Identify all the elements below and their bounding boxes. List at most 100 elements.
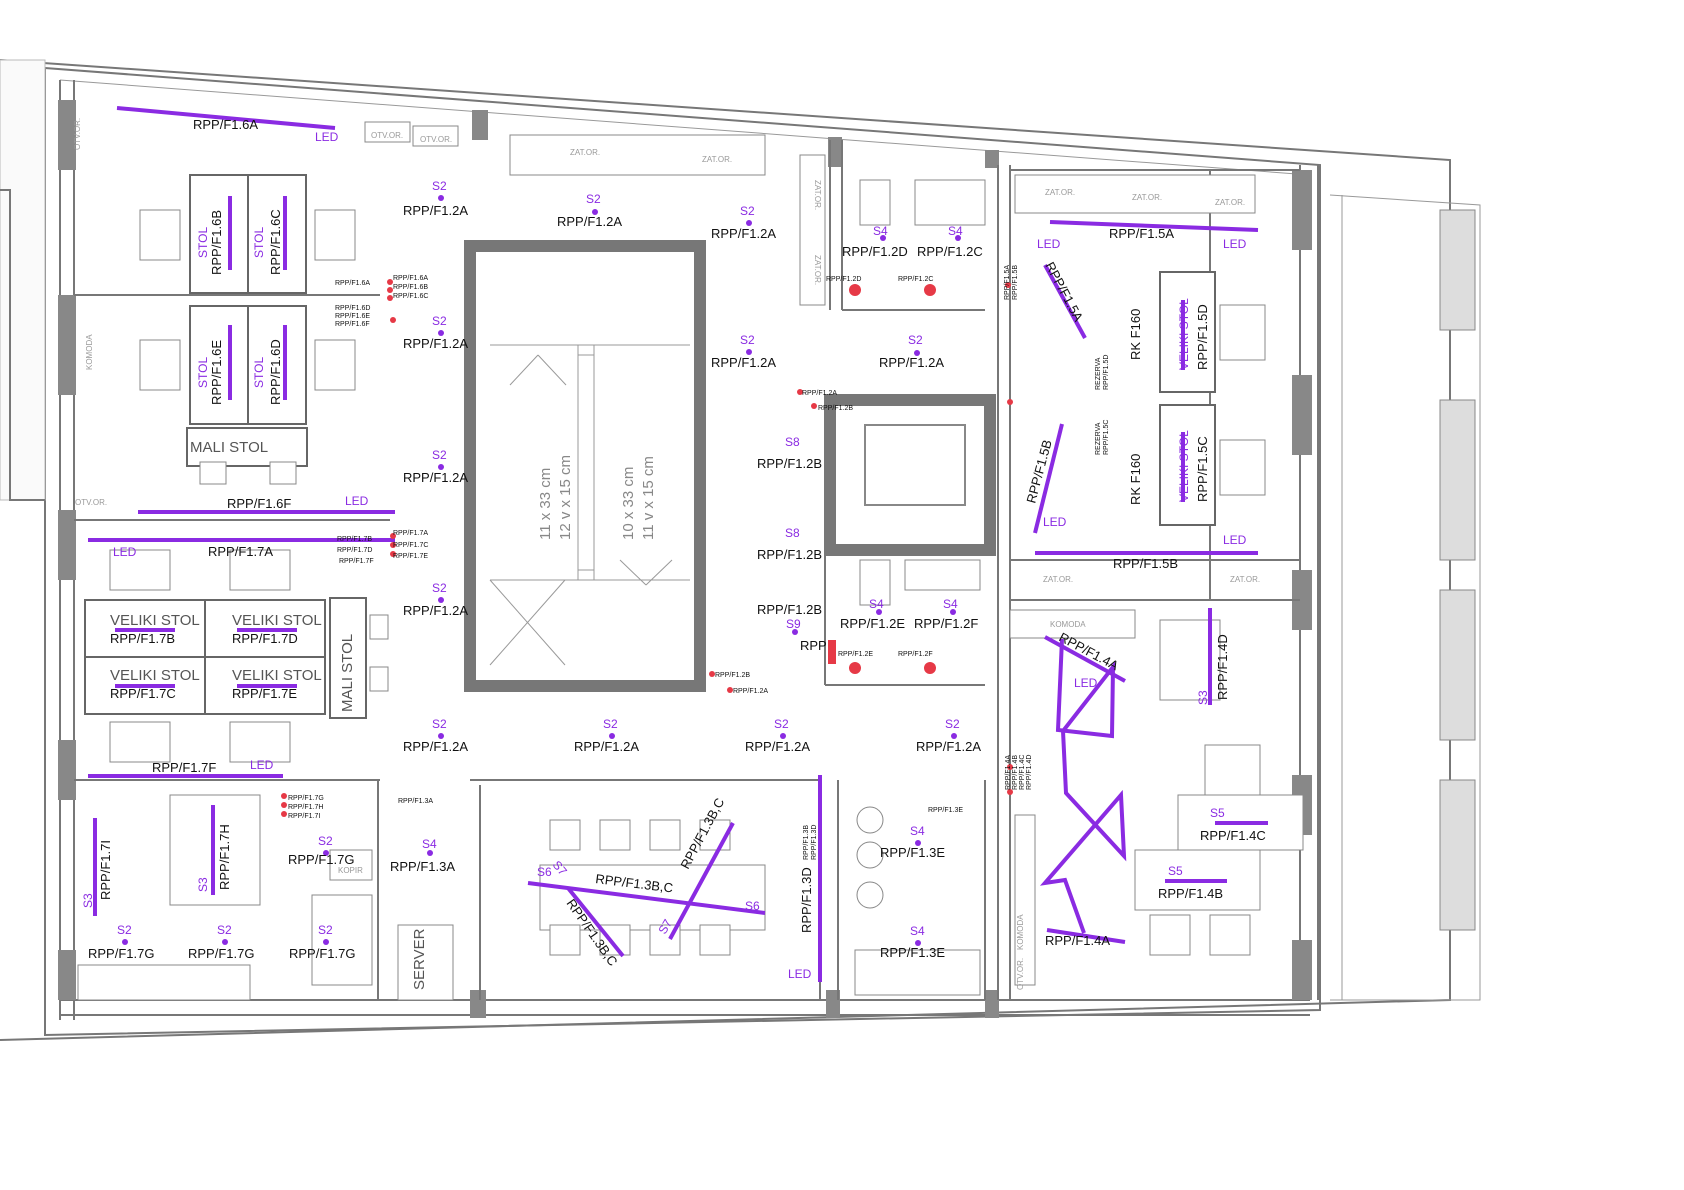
desk-label: STOL (196, 227, 210, 258)
rack-label: RK F160 (1128, 454, 1143, 505)
fixture-type-label: S2 (740, 333, 755, 347)
socket-label: RPP/F1.5C (1103, 420, 1110, 455)
circuit-label: RPP/F1.2A (403, 603, 468, 618)
socket-label: RPP/F1.2C (898, 276, 933, 283)
led-line (566, 886, 625, 958)
led-label: LED (1223, 533, 1247, 547)
socket-label: RPP/F1.7G (288, 795, 324, 802)
circuit-label: RPP/F1.2A (403, 739, 468, 754)
circuit-label: RPP/F1.2A (711, 355, 776, 370)
socket-label: RPP/F1.3D (811, 825, 818, 860)
socket-label: RPP/F1.2F (898, 651, 933, 658)
socket-label: RPP/F1.7F (339, 558, 374, 565)
kopir-label: KOPIR (338, 866, 363, 875)
stair-label: 11 x 33 cm (537, 468, 554, 540)
desk-circuit-label: RPP/F1.5D (1195, 304, 1210, 370)
circuit-label: RPP/F1.2A (745, 739, 810, 754)
desk-label: MALI STOL (190, 439, 268, 456)
socket-label: RPP/F1.5A (1004, 265, 1011, 300)
circuit-label: RPP/F1.2F (914, 616, 978, 631)
server-label: SERVER (411, 928, 428, 990)
socket-label: RPP/F1.4C (1019, 755, 1026, 790)
circuit-label: RPP/F1.3E (880, 845, 945, 860)
led-label: LED (345, 494, 369, 508)
socket-label: REZERVA (1095, 422, 1102, 455)
circuit-label: RPP/F1.4A (1045, 933, 1110, 948)
window-label: ZAT.OR. (702, 155, 732, 164)
window-label: ZAT.OR. (1215, 198, 1245, 207)
led-label: LED (250, 758, 274, 772)
socket-label: RPP/F1.6B (393, 284, 428, 291)
fixture-type-label: S5 (1210, 806, 1225, 820)
socket-label: RPP/F1.7H (288, 804, 323, 811)
socket-label: RPP/F1.4A (1005, 755, 1012, 790)
socket-label: RPP/F1.6F (335, 321, 370, 328)
circuit-label: RPP/F1.2A (574, 739, 639, 754)
fixture-type-label: S2 (117, 923, 132, 937)
desk-circuit-label: RPP/F1.6B (209, 210, 224, 275)
circuit-label: RPP/F1.2A (403, 470, 468, 485)
circuit-label: RPP/F1.2A (403, 203, 468, 218)
fixture-type-label: S2 (740, 204, 755, 218)
fixture-type-label: S2 (774, 717, 789, 731)
led-line (116, 106, 336, 130)
window-label: OTV.OR. (420, 135, 452, 144)
fixture-type-label: S5 (1168, 864, 1183, 878)
labels: RPP/F1.6A LED OTV.OR. OTV.OR. OTV.OR. ZA… (73, 117, 1266, 990)
socket-label: RPP/F1.6D (335, 305, 370, 312)
circuit-label: RPP/F1.4B (1158, 886, 1223, 901)
circuit-label: RPP/F1.2B (757, 602, 822, 617)
circuit-label: RPP/F1.2A (557, 214, 622, 229)
fixture-type-label: S8 (785, 435, 800, 449)
circuit-label: RPP/F1.5B (1113, 556, 1178, 571)
circuit-label: RPP/F1.2E (840, 616, 905, 631)
fixture-type-label: S8 (785, 526, 800, 540)
fixture-type-label: S4 (910, 824, 925, 838)
socket-label: RPP/F1.7E (393, 553, 428, 560)
circuit-label: RPP/F1.3A (390, 859, 455, 874)
led-label: LED (1037, 237, 1061, 251)
socket-label: RPP/F1.2E (838, 651, 873, 658)
socket-label: RPP/F1.3A (398, 798, 433, 805)
window-label: ZAT.OR. (1045, 188, 1075, 197)
led-label: LED (315, 130, 339, 144)
fixture-type-label: S3 (196, 877, 210, 892)
circuit-label: RPP/F1.6A (193, 117, 258, 132)
fixture-type-label: S6 (745, 899, 760, 913)
desk-label: MALI STOL (339, 634, 356, 712)
fixture-type-label: S7 (655, 917, 675, 937)
fixture-type-label: S2 (432, 314, 447, 328)
desk-circuit-label: RPP/F1.6E (209, 340, 224, 405)
socket-label: RPP/F1.7I (288, 813, 320, 820)
led-line (668, 822, 735, 940)
desk-label: VELIKI STOL (232, 667, 322, 684)
fixture-type-label: S2 (603, 717, 618, 731)
circuit-label: RPP/F1.2C (917, 244, 983, 259)
socket-label: RPP/F1.7B (337, 536, 372, 543)
desk-circuit-label: RPP/F1.7D (232, 631, 298, 646)
window-label: ZAT.OR. (1132, 193, 1162, 202)
circuit-label: RPP/F1.2A (879, 355, 944, 370)
socket-label: RPP/F1.5B (1012, 265, 1019, 300)
led-line (1049, 220, 1259, 232)
socket-label: RPP/F1.6E (335, 313, 370, 320)
circuit-label: RPP/F1.2A (403, 336, 468, 351)
desk-circuit-label: RPP/F1.7B (110, 631, 175, 646)
fixture-type-label: S6 (537, 865, 552, 879)
circuit-label: RPP/F1.7A (208, 544, 273, 559)
desk-label: VELIKI STOL (110, 612, 200, 629)
socket-label: RPP/F1.4D (1026, 755, 1033, 790)
stair-label: 12 v x 15 cm (557, 455, 574, 540)
desk-label: STOL (196, 357, 210, 388)
circuit-label: RPP/F1.2B (757, 547, 822, 562)
circuit-label: RPP/F1.3E (880, 945, 945, 960)
circuit-label: RPP/F1.2B (757, 456, 822, 471)
fixture-type-label: S2 (217, 923, 232, 937)
window-label: OTV.OR. (73, 118, 82, 150)
komoda-label: KOMODA (85, 334, 94, 370)
fixture-type-label: S4 (869, 597, 884, 611)
circuit-label: RPP/F1.5A (1042, 259, 1086, 324)
fixture-type-label: S4 (910, 924, 925, 938)
circuit-label: RPP (800, 638, 827, 653)
circuit-label: RPP/F1.7G (88, 946, 154, 961)
